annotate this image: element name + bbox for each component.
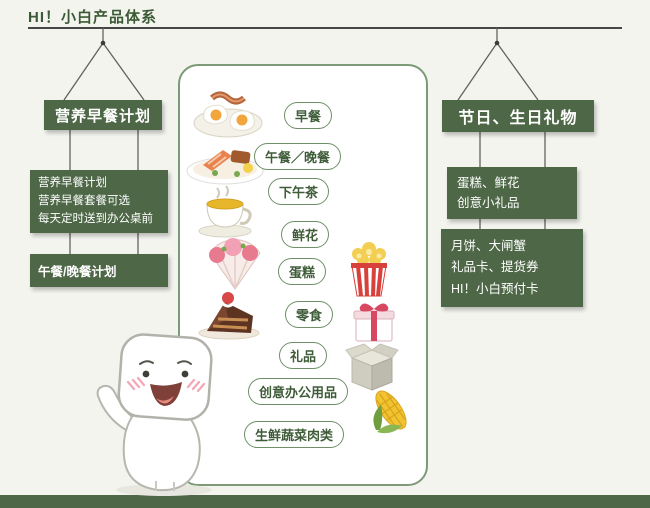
right-festival-box: 月饼、大闸蟹 礼品卡、提货券 HI！小白预付卡 <box>441 229 583 307</box>
gift-box-icon <box>353 303 395 342</box>
category-pill-afternoon-tea: 下午茶 <box>268 178 330 205</box>
tea-cup-icon <box>198 185 252 238</box>
right-gift-box: 蛋糕、鲜花 创意小礼品 <box>447 167 577 219</box>
carton-box-icon <box>345 343 399 391</box>
plan-line: 营养早餐套餐可选 <box>38 194 130 207</box>
center-product-panel: 早餐 午餐／晚餐 下午茶 鲜花 蛋糕 零食 礼品 创意办公用品 生鲜蔬菜肉类 <box>178 64 428 486</box>
mascot-character <box>96 333 213 496</box>
title-divider <box>28 27 622 29</box>
right-nail-icon <box>494 40 500 46</box>
left-nail-icon <box>100 40 106 46</box>
category-pill-lunch-dinner: 午餐／晚餐 <box>254 143 342 170</box>
left-sign-breakfast-plan: 营养早餐计划 <box>44 100 162 130</box>
plan-line: 营养早餐计划 <box>38 177 107 189</box>
plan-line: 每天定时送到办公桌前 <box>38 212 153 225</box>
corn-icon <box>373 390 407 434</box>
category-pill-breakfast: 早餐 <box>284 102 333 129</box>
category-pill-cake: 蛋糕 <box>278 258 327 285</box>
left-meal-plan-box: 午餐/晚餐计划 <box>30 254 168 287</box>
category-pill-gifts: 礼品 <box>279 342 328 369</box>
cake-slice-icon <box>198 292 260 340</box>
category-pill-snacks: 零食 <box>285 301 334 328</box>
right-sign-gifts: 节日、生日礼物 <box>442 100 594 132</box>
flower-fan-icon <box>209 238 261 290</box>
lunch-plate-icon <box>186 150 264 185</box>
category-pill-fresh-food: 生鲜蔬菜肉类 <box>244 421 345 448</box>
festival-line: HI！小白预付卡 <box>451 281 539 296</box>
gift-line: 蛋糕、鲜花 <box>457 176 520 190</box>
left-plan-box: 营养早餐计划 营养早餐套餐可选 每天定时送到办公桌前 <box>30 170 168 234</box>
popcorn-icon <box>351 242 387 297</box>
gift-line: 创意小礼品 <box>457 196 520 210</box>
fried-eggs-icon <box>193 91 263 138</box>
footer-bar <box>0 495 650 508</box>
festival-line: 月饼、大闸蟹 <box>451 239 527 253</box>
festival-line: 礼品卡、提货券 <box>451 260 539 275</box>
page-title: HI！小白产品体系 <box>28 9 158 26</box>
category-pill-flowers: 鲜花 <box>281 221 330 248</box>
category-pill-office-supply: 创意办公用品 <box>248 378 349 405</box>
